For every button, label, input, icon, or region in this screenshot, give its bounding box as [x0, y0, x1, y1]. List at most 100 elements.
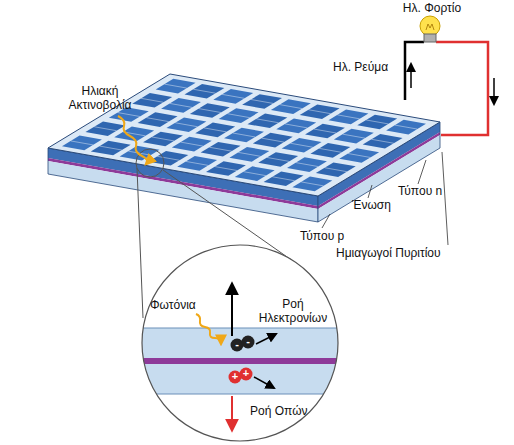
cell-line — [204, 128, 226, 132]
cell-line — [100, 146, 122, 150]
cell-line — [343, 134, 365, 138]
load-label: Ηλ. Φορτίο — [392, 1, 472, 15]
cell-line — [319, 148, 341, 152]
cell-line — [215, 167, 237, 171]
solar-cell — [253, 133, 293, 148]
cell-line — [251, 99, 273, 103]
solar-cell — [185, 84, 225, 99]
solar-cell — [195, 123, 235, 138]
solar-cell — [329, 110, 369, 125]
solar-panel — [48, 74, 440, 222]
solar-cell — [132, 93, 172, 108]
solar-cell — [166, 117, 206, 132]
panel-top — [48, 74, 440, 196]
current-arrow — [493, 78, 495, 104]
solar-cell — [156, 79, 196, 94]
leader-line — [322, 214, 330, 228]
solar-cell — [148, 151, 188, 166]
solar-cell — [229, 147, 269, 162]
photon-label: Φωτόνια — [150, 298, 196, 312]
cell-line — [193, 89, 215, 93]
cell-line — [146, 118, 168, 122]
cell-line — [238, 152, 260, 156]
cell-line — [164, 84, 186, 88]
layer-label: Τύπου n — [398, 184, 442, 198]
solar-cell — [363, 134, 403, 149]
charge-sign: + — [240, 367, 252, 380]
solar-cell — [247, 113, 287, 128]
cell-line — [296, 163, 318, 167]
cell-line — [272, 177, 294, 181]
solar-cell — [62, 136, 102, 151]
cell-line — [141, 98, 163, 102]
cell-line — [186, 161, 208, 165]
current-label: Ηλ. Ρεύμα — [333, 60, 388, 74]
layer-label: Τύπου p — [300, 229, 344, 243]
solar-cell — [219, 108, 259, 123]
cell-line — [366, 120, 388, 124]
leader-line — [418, 160, 426, 184]
cell-line — [371, 139, 393, 143]
solar-cell — [172, 137, 212, 152]
red-wire — [436, 42, 488, 135]
solar-cell — [334, 129, 374, 144]
solar-cell — [300, 104, 340, 119]
cell-line — [118, 113, 140, 117]
radiation-label: Ηλιακή Ακτινοβολία — [58, 84, 142, 112]
solar-cell — [310, 143, 350, 158]
charge-sign: - — [242, 335, 254, 348]
leader-line — [442, 152, 448, 245]
solar-cell — [235, 166, 275, 181]
solar-cell — [339, 148, 379, 163]
magnifier-circle — [136, 149, 164, 177]
solar-cell — [386, 120, 426, 135]
cell-line — [244, 172, 266, 176]
magnifier-line — [137, 168, 143, 318]
inset-detail — [130, 245, 360, 441]
cell-line — [170, 103, 192, 107]
layer-label: Ένωση — [352, 198, 391, 212]
cell-line — [280, 105, 302, 109]
cell-line — [301, 182, 323, 186]
solar-cell — [282, 138, 322, 153]
solar-cell — [161, 98, 201, 113]
solar-cell — [357, 115, 397, 130]
cell-line — [348, 153, 370, 157]
solar-cell — [258, 152, 298, 167]
cell-line — [290, 143, 312, 147]
solar-cell — [85, 121, 125, 136]
cell-line — [175, 123, 197, 127]
cell-line — [181, 142, 203, 146]
cell-line — [325, 168, 347, 172]
bulb-symbol — [420, 16, 440, 42]
radiation-arrow — [118, 116, 147, 164]
leader-line — [368, 185, 372, 198]
solar-cell — [143, 132, 183, 147]
solar-cell — [264, 171, 304, 186]
solar-cell — [242, 94, 282, 109]
cell-line — [285, 124, 307, 128]
solar-cell — [271, 99, 311, 114]
cell-line — [395, 125, 417, 129]
solar-cell — [213, 89, 253, 104]
cell-line — [157, 156, 179, 160]
cell-line — [71, 141, 93, 145]
cell-line — [227, 114, 249, 118]
cell-line — [199, 109, 221, 113]
charge-sign: - — [231, 338, 243, 351]
solar-cell — [138, 112, 178, 127]
solar-cell — [177, 156, 217, 171]
flow-label: Ροή Οπών — [250, 404, 308, 418]
cell-line — [262, 138, 284, 142]
cell-line — [267, 157, 289, 161]
black-wire — [405, 42, 424, 100]
solar-cell — [190, 103, 230, 118]
solar-cell — [224, 128, 264, 143]
solar-cell — [206, 161, 246, 176]
cell-line — [209, 147, 231, 151]
solar-cell — [287, 157, 327, 172]
charge-sign: + — [229, 370, 241, 383]
cell-line — [256, 119, 278, 123]
